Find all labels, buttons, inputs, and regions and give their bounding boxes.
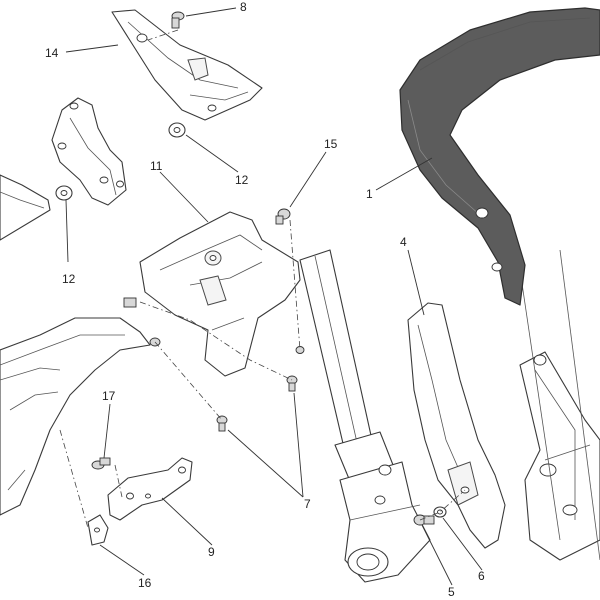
screw-7b (216, 415, 228, 432)
screw-17 (91, 457, 111, 470)
clip-nut-16 (87, 514, 109, 546)
mounting-plate (107, 457, 193, 521)
callout-8: 8 (240, 0, 247, 14)
upper-cover (111, 9, 263, 121)
washer-6 (433, 506, 447, 518)
nut-12-left (55, 185, 73, 201)
fork-guard (407, 302, 506, 549)
callout-17: 17 (102, 389, 116, 403)
callout-12-left: 12 (62, 272, 76, 286)
screw-7c (295, 346, 305, 354)
screw-5 (413, 514, 435, 526)
screw-8 (171, 11, 185, 29)
assembly-lines (59, 29, 466, 529)
callout-7: 7 (304, 497, 311, 511)
screw-15 (275, 208, 291, 225)
nut-12-upper (168, 122, 186, 138)
callout-14: 14 (45, 46, 59, 60)
callout-16: 16 (138, 576, 152, 590)
callout-15: 15 (324, 137, 338, 151)
inner-duct (139, 211, 301, 377)
front-mudguard (399, 7, 600, 306)
callout-labels: 8 14 12 12 11 15 1 4 7 17 9 16 5 6 (45, 0, 485, 599)
lower-fairing-panel (0, 317, 151, 516)
fork-leg (299, 249, 431, 583)
callout-9: 9 (208, 545, 215, 559)
callout-1: 1 (366, 187, 373, 201)
callout-12-upper: 12 (235, 173, 249, 187)
callout-5: 5 (448, 585, 455, 599)
side-panel-left (0, 174, 51, 241)
caliper-bracket (519, 249, 600, 561)
leader-lines (65, 7, 483, 586)
callout-4: 4 (400, 235, 407, 249)
callout-6: 6 (478, 569, 485, 583)
mounting-bracket (51, 97, 127, 206)
callout-11: 11 (150, 159, 163, 173)
